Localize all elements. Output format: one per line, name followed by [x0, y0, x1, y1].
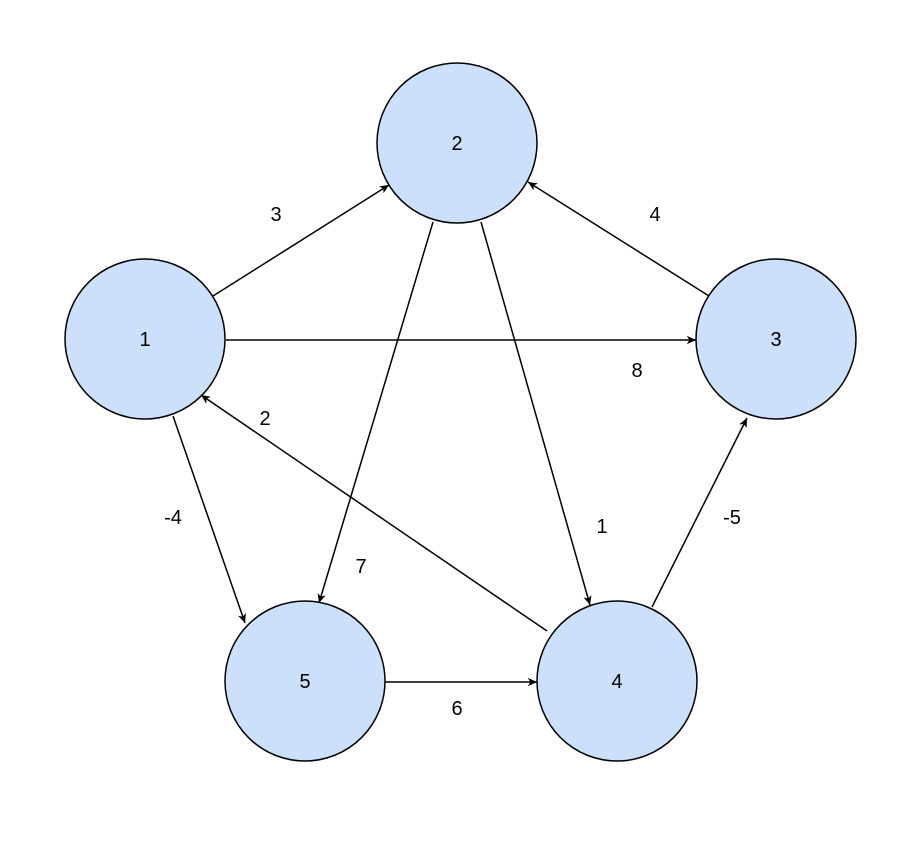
edge-weight-1-2: 3	[270, 204, 281, 226]
node-5: 5	[224, 600, 386, 762]
node-5-circle	[224, 600, 386, 762]
node-4-label: 4	[611, 671, 622, 693]
node-4: 4	[536, 600, 698, 762]
node-5-label: 5	[299, 671, 310, 693]
edge-weight-1-5: -4	[164, 507, 182, 529]
edge-1-2	[212, 184, 390, 297]
edge-2-5	[317, 221, 434, 604]
node-1-label: 1	[139, 329, 150, 351]
node-3-circle	[695, 258, 857, 420]
node-3-label: 3	[770, 329, 781, 351]
edges-group	[172, 181, 748, 687]
node-1-circle	[64, 258, 226, 420]
edge-weight-4-3: -5	[723, 507, 741, 529]
edge-weight-2-5: 7	[355, 556, 366, 578]
node-1: 1	[64, 258, 226, 420]
edge-labels-group: 3 8 -4 1 7 4 2 -5 6	[164, 204, 741, 720]
edge-2-4	[480, 221, 592, 606]
edge-weight-1-3: 8	[631, 360, 642, 382]
node-3: 3	[695, 258, 857, 420]
node-2-circle	[376, 62, 538, 224]
node-4-circle	[536, 600, 698, 762]
edge-4-3	[651, 417, 748, 608]
edge-4-1	[200, 394, 548, 632]
node-2: 2	[376, 62, 538, 224]
node-2-label: 2	[451, 133, 462, 155]
edge-weight-2-4: 1	[596, 516, 607, 538]
edge-weight-4-1: 2	[259, 408, 270, 430]
edge-3-2	[527, 181, 710, 297]
edge-weight-3-2: 4	[649, 204, 660, 226]
edge-1-5	[172, 415, 246, 624]
edge-weight-5-4: 6	[451, 698, 462, 720]
